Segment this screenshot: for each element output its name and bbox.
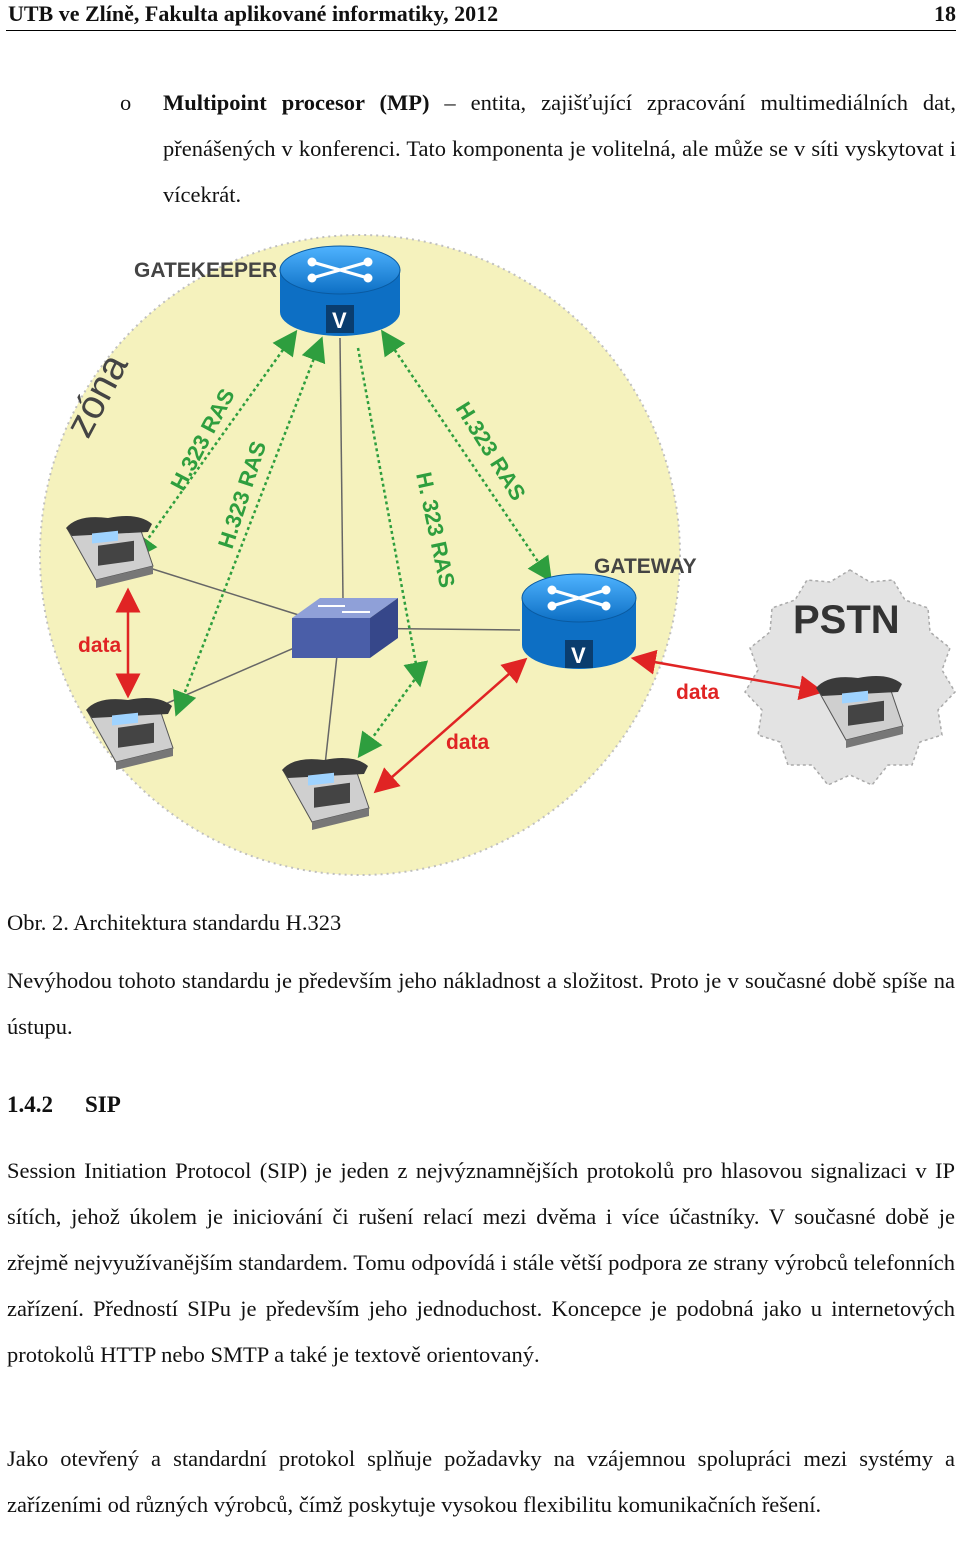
gatekeeper-label: GATEKEEPER <box>134 259 277 282</box>
gateway-router-icon: V <box>521 573 637 669</box>
figure-caption: Obr. 2. Architektura standardu H.323 <box>7 910 342 935</box>
data-arrows <box>115 587 825 794</box>
header-title: UTB ve Zlíně, Fakulta aplikované informa… <box>8 1 499 26</box>
page-header: UTB ve Zlíně, Fakulta aplikované informa… <box>6 0 956 31</box>
bullet-term: Multipoint procesor (MP) <box>163 90 430 115</box>
paragraph-1: Nevýhodou tohoto standardu je především … <box>7 968 955 1039</box>
bullet-text: Multipoint procesor (MP) – entita, zajiš… <box>163 80 956 218</box>
switch-icon <box>292 598 398 658</box>
section-number: 1.4.2 <box>7 1092 53 1117</box>
phone-icon-3 <box>282 758 370 830</box>
section-heading: 1.4.2 SIP <box>7 1092 121 1118</box>
paragraph-2: Session Initiation Protocol (SIP) je jed… <box>7 1158 955 1367</box>
gatekeeper-router-icon: V <box>279 245 401 336</box>
section-title: SIP <box>85 1092 121 1117</box>
data-label-1: data <box>78 634 122 657</box>
ras-arrows <box>132 329 553 759</box>
gateway-label: GATEWAY <box>594 555 697 578</box>
bullet-marker: o <box>120 90 132 115</box>
architecture-diagram: zóna PSTN H.323 RAS H.323 RAS H. 323 RAS… <box>39 234 956 876</box>
phone-icon-1 <box>66 516 154 588</box>
data-label-3: data <box>446 731 490 754</box>
phone-icon-2 <box>86 698 174 770</box>
svg-text:V: V <box>571 643 586 668</box>
data-label-2: data <box>676 681 720 704</box>
page-number: 18 <box>934 1 956 26</box>
svg-text:V: V <box>332 308 347 333</box>
bullet-item: o Multipoint procesor (MP) – entita, zaj… <box>120 80 956 218</box>
paragraph-3: Jako otevřený a standardní protokol splň… <box>7 1446 955 1517</box>
pstn-label: PSTN <box>793 598 900 642</box>
phone-icon-pstn <box>816 676 904 748</box>
bullet-description: – entita, zajišťující zpracování multime… <box>163 90 956 207</box>
